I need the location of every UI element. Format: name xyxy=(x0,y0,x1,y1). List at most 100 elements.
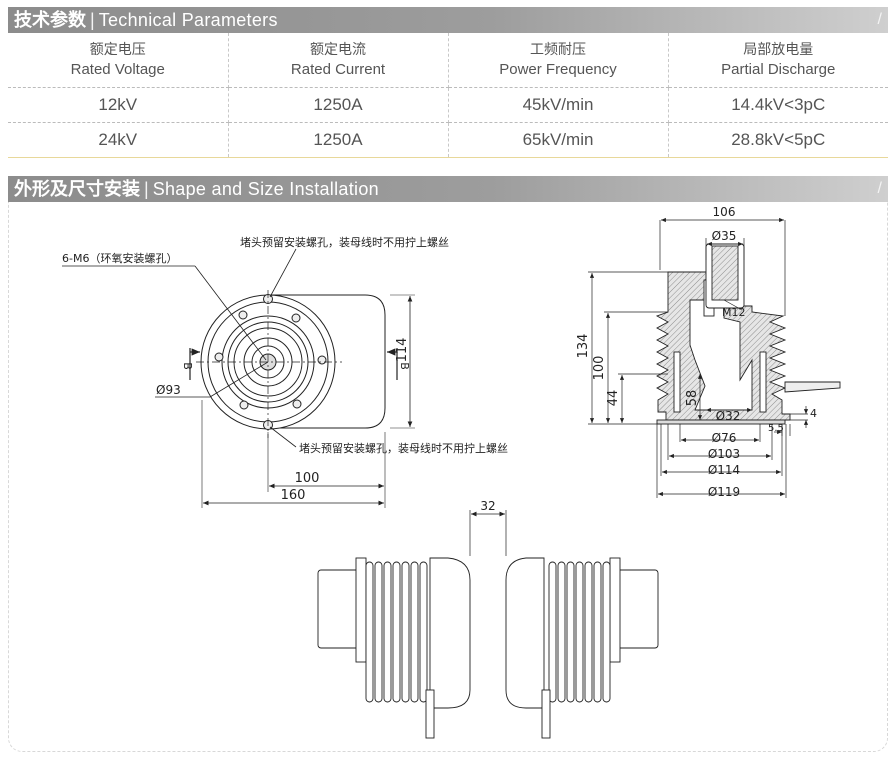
dim-44-label: 44 xyxy=(606,390,621,407)
pin xyxy=(759,351,767,413)
table-cell: 1250A xyxy=(228,87,449,123)
dim-134-label: 134 xyxy=(576,334,591,359)
dim-58-label: 58 xyxy=(685,390,700,407)
header-power-frequency: 工频耐压 Power Frequency xyxy=(448,33,669,88)
section-title-en: Technical Parameters xyxy=(98,10,278,30)
shed-fin xyxy=(584,561,593,703)
corner-slash-icon: / xyxy=(877,180,882,197)
leader-line xyxy=(269,426,297,448)
section-header-technical-parameters: 技术参数|Technical Parameters / xyxy=(8,7,888,33)
table-cell: 12kV xyxy=(8,87,229,123)
shed-fin xyxy=(575,561,584,703)
left-sheds xyxy=(365,561,428,703)
dim-100-label: 100 xyxy=(295,471,320,486)
top-cap-inner xyxy=(711,245,739,301)
shed-fin xyxy=(419,561,428,703)
header-zh: 额定电流 xyxy=(310,42,366,58)
leader-line xyxy=(194,265,267,361)
leader-line xyxy=(269,248,297,298)
title-separator: | xyxy=(90,10,95,30)
parameters-table: 额定电压 Rated Voltage 额定电流 Rated Current 工频耐压… xyxy=(8,33,888,158)
header-zh: 局部放电量 xyxy=(743,42,814,58)
dim-d35-label: Ø35 xyxy=(712,229,737,243)
left-end-stem xyxy=(355,557,367,663)
leader-line xyxy=(209,361,269,398)
right-sheds xyxy=(548,561,611,703)
table-cell: 24kV xyxy=(8,122,229,158)
dim-160-label: 160 xyxy=(281,488,306,503)
table-cell: 1250A xyxy=(228,122,449,158)
bolt-hole xyxy=(239,400,249,410)
shed-fin xyxy=(410,561,419,703)
left-pin xyxy=(425,689,435,739)
shed-fin xyxy=(392,561,401,703)
dim-4-label: 4 xyxy=(810,407,817,420)
pin xyxy=(673,351,681,413)
right-pin xyxy=(541,689,551,739)
leader-m12 xyxy=(723,299,743,311)
header-en: Power Frequency xyxy=(499,61,617,78)
header-partial-discharge: 局部放电量 Partial Discharge xyxy=(668,33,888,88)
shed-fin xyxy=(365,561,374,703)
dim-114-label: 114 xyxy=(395,338,410,363)
section-mark-left: B xyxy=(181,362,194,370)
table-cell: 65kV/min xyxy=(448,122,669,158)
dim-5-5-label: 5.5 xyxy=(768,423,784,434)
bolt-hole xyxy=(214,352,224,362)
diameter-93-label: Ø93 xyxy=(156,383,181,397)
thread-label: 6-M6（环氧安装螺孔） xyxy=(62,251,177,265)
shed-fin xyxy=(557,561,566,703)
right-end-stem xyxy=(609,557,621,663)
dim-d32-label: Ø32 xyxy=(716,409,741,423)
bolt-hole xyxy=(238,310,248,320)
header-en: Rated Voltage xyxy=(70,61,165,78)
side-bracket xyxy=(784,381,841,393)
shed-fin xyxy=(548,561,557,703)
header-zh: 工频耐压 xyxy=(530,42,586,58)
corner-slash-icon: / xyxy=(877,11,882,28)
header-rated-voltage: 额定电压 Rated Voltage xyxy=(8,33,229,88)
bolt-hole xyxy=(317,355,327,365)
dim-m12-label: M12 xyxy=(722,306,746,319)
dim-d114-label: Ø114 xyxy=(708,463,740,477)
front-view-drawing xyxy=(62,248,415,508)
header-rated-current: 额定电流 Rated Current xyxy=(228,33,449,88)
table-header-row: 额定电压 Rated Voltage 额定电流 Rated Current 工频耐压… xyxy=(8,33,888,88)
dim-100-side-label: 100 xyxy=(592,356,607,381)
drawing-frame xyxy=(8,202,888,752)
dim-d119-label: Ø119 xyxy=(708,485,740,499)
assembly-view-drawing xyxy=(317,510,659,739)
dim-32-label: 32 xyxy=(480,499,495,513)
table-row: 12kV 1250A 45kV/min 14.4kV<3pC xyxy=(8,87,888,123)
inner-cavity xyxy=(689,299,753,411)
table-cell: 14.4kV<3pC xyxy=(668,87,888,123)
shed-fin xyxy=(374,561,383,703)
header-en: Rated Current xyxy=(290,61,386,78)
section-header-shape-size: 外形及尺寸安装|Shape and Size Installation / xyxy=(8,176,888,202)
shed-fin xyxy=(593,561,602,703)
section-title-zh: 外形及尺寸安装 xyxy=(14,179,140,200)
table-cell: 28.8kV<5pC xyxy=(668,122,888,158)
note-top-text: 堵头预留安装螺孔，装母线时不用拧上螺丝 xyxy=(240,235,449,249)
side-dimensions xyxy=(588,217,809,498)
table-cell: 45kV/min xyxy=(448,87,669,123)
bottom-plate xyxy=(656,419,786,425)
section-title-en: Shape and Size Installation xyxy=(152,179,379,199)
shed-fin xyxy=(602,561,611,703)
section-mark-right: B xyxy=(398,362,411,370)
shed-fin xyxy=(566,561,575,703)
section-title-zh: 技术参数 xyxy=(14,10,86,31)
header-zh: 额定电压 xyxy=(89,42,146,58)
right-body xyxy=(505,557,545,709)
left-body xyxy=(429,557,471,709)
note-bottom-text: 堵头预留安装螺孔，装母线时不用拧上螺丝 xyxy=(299,441,508,455)
shed-fin xyxy=(383,561,392,703)
title-separator: | xyxy=(144,179,149,199)
table-row: 24kV 1250A 65kV/min 28.8kV<5pC xyxy=(8,122,888,158)
bolt-hole xyxy=(291,313,301,323)
header-en: Partial Discharge xyxy=(721,61,836,78)
shed-fin xyxy=(401,561,410,703)
bolt-hole xyxy=(292,399,302,409)
dim-d103-label: Ø103 xyxy=(708,447,740,461)
